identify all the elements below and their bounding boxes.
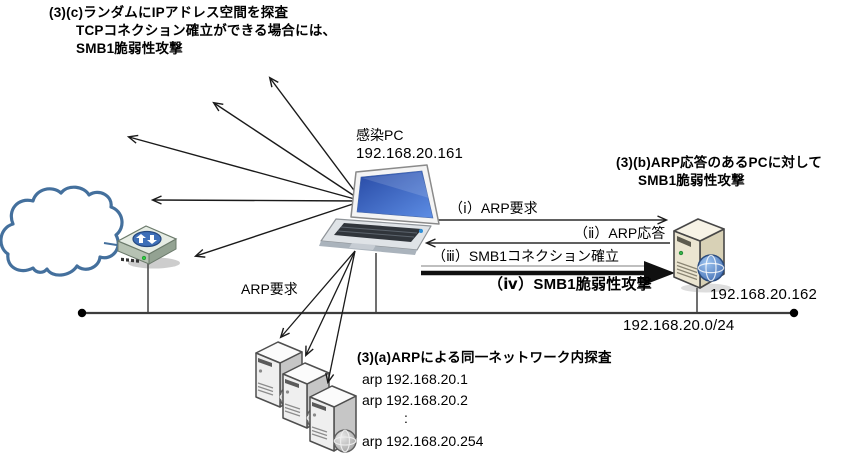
lan-scan-cmd2: arp 192.168.20.2 [362, 392, 468, 408]
internet-cloud-icon [0, 185, 124, 277]
lan-server-stack-icon [255, 341, 357, 453]
network-cidr-label: 192.168.20.0/24 [623, 317, 735, 334]
lan-scan-ellipsis: : [404, 410, 408, 426]
lan-scan-cmd1: arp 192.168.20.1 [362, 371, 468, 387]
sequence-arrows [421, 215, 675, 285]
network-line [77, 308, 799, 318]
note-arp-attack-line1: (3)(b)ARP応答のあるPCに対して [616, 155, 823, 170]
note-lan-scan-title: (3)(a)ARPによる同一ネットワーク内探査 [357, 350, 612, 365]
seq-step3-label: （ⅲ）SMB1コネクション確立 [432, 248, 620, 264]
infected-laptop-icon [319, 164, 440, 255]
arp-broadcast-label: ARP要求 [241, 281, 298, 297]
note-random-scan-line2: TCPコネクション確立ができる場合には、 [76, 23, 337, 38]
node-connectors [147, 253, 698, 312]
seq-step2-label: （ⅱ）ARP応答 [574, 225, 666, 241]
random-scan-arrows [126, 76, 363, 258]
target-server-icon [673, 218, 731, 293]
seq-step1-label: （ⅰ）ARP要求 [449, 200, 538, 216]
arp-scan-arrows [279, 250, 356, 385]
note-arp-attack-line2: SMB1脆弱性攻撃 [638, 173, 745, 188]
infected-pc-label: 感染PC [356, 127, 404, 143]
router-icon [116, 225, 180, 269]
lan-scan-cmd3: arp 192.168.20.254 [362, 433, 484, 449]
note-random-scan-line3: SMB1脆弱性攻撃 [76, 41, 183, 56]
note-random-scan-line1: (3)(c)ランダムにIPアドレス空間を探査 [49, 5, 289, 20]
infected-pc-ip: 192.168.20.161 [356, 145, 464, 162]
seq-step4-label: （ⅳ）SMB1脆弱性攻撃 [488, 276, 652, 293]
target-pc-ip: 192.168.20.162 [710, 286, 818, 303]
